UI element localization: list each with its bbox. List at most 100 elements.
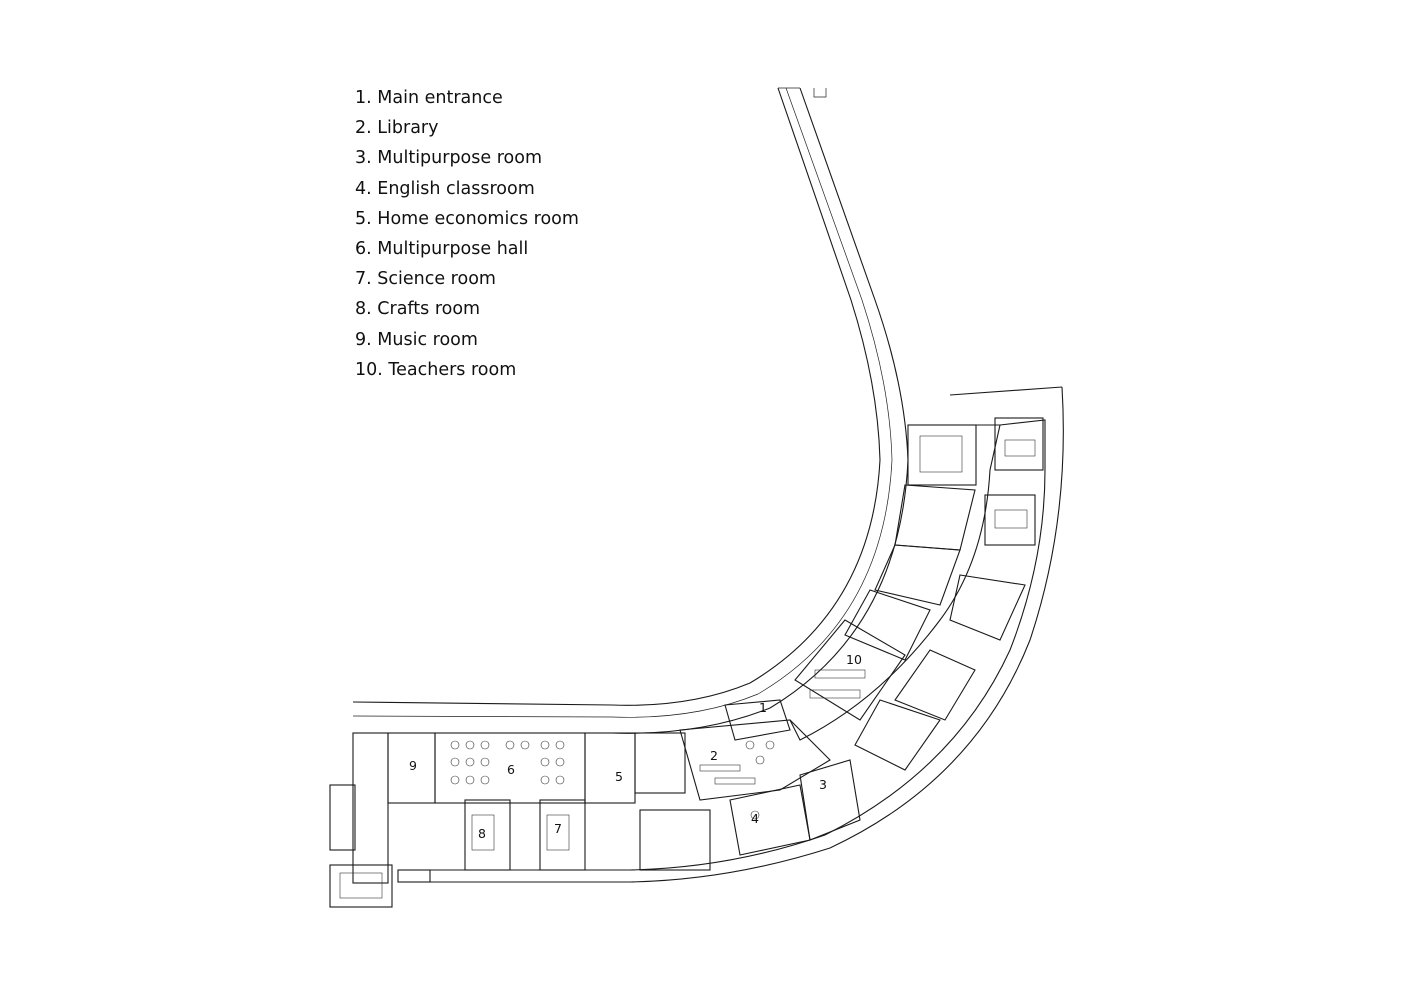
table — [555, 757, 565, 767]
bookshelf — [714, 777, 756, 785]
plan-label-7: 7 — [554, 821, 562, 836]
plan-label-6: 6 — [507, 762, 515, 777]
table — [540, 740, 550, 750]
table — [465, 775, 475, 785]
room-inner-4 — [844, 589, 931, 661]
table — [465, 757, 475, 767]
table — [450, 775, 460, 785]
legend-name: Multipurpose hall — [377, 238, 529, 259]
legend-name: Science room — [377, 269, 496, 290]
bookshelf — [699, 764, 741, 772]
room-number-labels: 1 2 3 4 5 6 7 8 9 10 — [409, 652, 862, 841]
stair-west — [352, 732, 389, 884]
desk-cluster — [1004, 439, 1036, 457]
building-walls — [329, 87, 1064, 908]
legend-item-home-economics-room: 5. Home economics room — [355, 206, 579, 236]
legend-item-library: 2. Library — [355, 115, 579, 145]
outer-room-band — [949, 386, 1063, 470]
legend-item-multipurpose-hall: 6. Multipurpose hall — [355, 236, 579, 266]
table — [480, 775, 490, 785]
plan-label-8: 8 — [478, 826, 486, 841]
meeting-table — [919, 435, 963, 473]
legend-number: 9. — [355, 329, 372, 350]
plan-label-10: 10 — [846, 652, 862, 667]
corridor-glazing-line — [352, 87, 893, 718]
crafts-room — [464, 799, 511, 871]
table — [555, 740, 565, 750]
table — [750, 810, 760, 820]
table — [450, 740, 460, 750]
legend-name: English classroom — [377, 178, 535, 199]
legend-name: Library — [377, 118, 439, 139]
table — [745, 740, 755, 750]
outer-facade — [398, 386, 1064, 883]
table — [465, 740, 475, 750]
outer-facade-inner — [398, 469, 1046, 871]
desk-cluster — [994, 509, 1028, 529]
science-room — [539, 799, 586, 871]
legend-number: 10. — [355, 359, 383, 380]
legend-item-science-room: 7. Science room — [355, 266, 579, 296]
planter — [397, 869, 431, 883]
room-south-b — [639, 809, 711, 871]
plan-label-3: 3 — [819, 777, 827, 792]
room-east-2 — [949, 574, 1026, 641]
library — [679, 719, 831, 801]
plan-label-9: 9 — [409, 758, 417, 773]
room-east-3 — [894, 649, 976, 721]
main-entrance — [724, 699, 791, 741]
room-north-2 — [994, 417, 1044, 471]
legend-number: 1. — [355, 88, 372, 108]
legend-name: Main entrance — [377, 88, 503, 108]
desk-row — [809, 689, 861, 699]
corridor-end — [778, 87, 827, 98]
table — [480, 740, 490, 750]
legend-name: Music room — [377, 329, 478, 350]
legend-item-music-room: 9. Music room — [355, 327, 579, 357]
furniture-groups — [450, 439, 1036, 851]
room-east-1 — [984, 494, 1036, 546]
table — [520, 740, 530, 750]
table — [540, 775, 550, 785]
room-south-a — [634, 732, 686, 794]
plan-label-4: 4 — [751, 811, 759, 826]
legend-item-multipurpose-room: 3. Multipurpose room — [355, 145, 579, 175]
legend-name: Multipurpose room — [377, 148, 542, 169]
plan-label-1: 1 — [759, 700, 767, 715]
teachers-room — [794, 619, 906, 721]
table — [765, 740, 775, 750]
workbench — [471, 814, 495, 851]
multipurpose-room-3 — [799, 759, 861, 841]
table — [505, 740, 515, 750]
legend-item-crafts-room: 8. Crafts room — [355, 296, 579, 326]
legend-number: 8. — [355, 299, 372, 320]
stair-flight — [329, 784, 356, 851]
table — [555, 775, 565, 785]
legend-item-english-classroom: 4. English classroom — [355, 176, 579, 206]
room-legend: 1. Main entrance 2. Library 3. Multipurp… — [355, 85, 579, 387]
legend-name: Crafts room — [377, 299, 481, 320]
table — [540, 757, 550, 767]
legend-name: Home economics room — [377, 208, 579, 229]
legend-item-main-entrance: 1. Main entrance — [355, 85, 579, 115]
inner-room-band — [789, 424, 1001, 741]
legend-number: 7. — [355, 269, 372, 290]
room-inner-2 — [894, 484, 976, 551]
lab-bench — [546, 814, 570, 851]
corridor-outer-wall — [352, 87, 881, 706]
pool-water — [339, 872, 383, 899]
legend-name: Teachers room — [388, 359, 517, 380]
legend-number: 4. — [355, 178, 372, 199]
desk-row — [814, 669, 866, 679]
legend-item-teachers-room: 10. Teachers room — [355, 357, 579, 387]
room-east-4 — [854, 699, 941, 771]
table — [450, 757, 460, 767]
legend-number: 5. — [355, 208, 372, 229]
legend-number: 3. — [355, 148, 372, 169]
legend-number: 2. — [355, 118, 372, 139]
room-north-1 — [907, 424, 977, 486]
table — [755, 755, 765, 765]
table — [480, 757, 490, 767]
pool-basin — [329, 864, 393, 908]
legend-number: 6. — [355, 238, 372, 259]
